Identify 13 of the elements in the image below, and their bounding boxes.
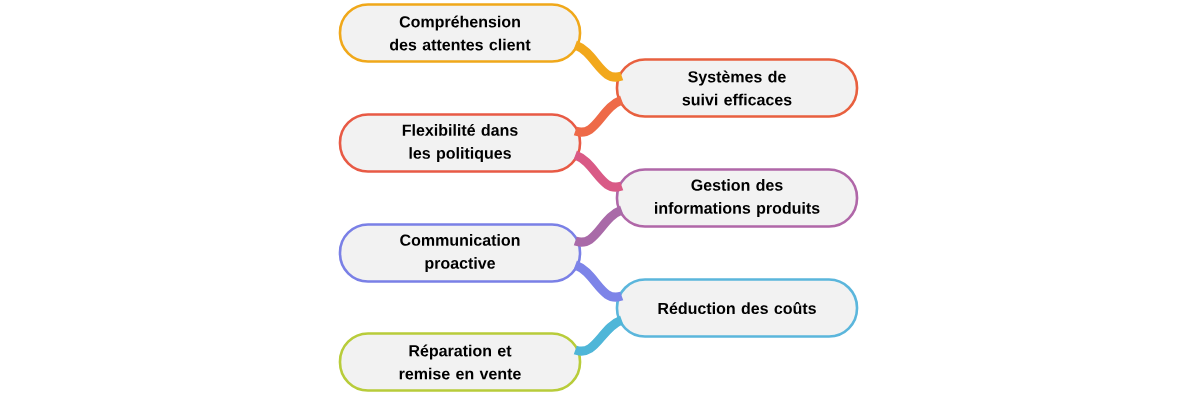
connector (573, 40, 623, 82)
connector (573, 150, 623, 192)
pill-box: Réduction des coûts (615, 278, 859, 338)
pill-box: Gestion des informations produits (615, 168, 859, 228)
pill-box: Systèmes de suivi efficaces (615, 58, 859, 118)
connector (574, 205, 624, 247)
pill-box: Communication proactive (338, 223, 582, 283)
connector (574, 315, 624, 356)
connector (574, 95, 624, 137)
pill-box: Compréhension des attentes client (338, 3, 582, 63)
connector (573, 260, 623, 302)
pill-box: Réparation et remise en vente (338, 332, 582, 392)
pill-box: Flexibilité dans les politiques (338, 113, 582, 173)
